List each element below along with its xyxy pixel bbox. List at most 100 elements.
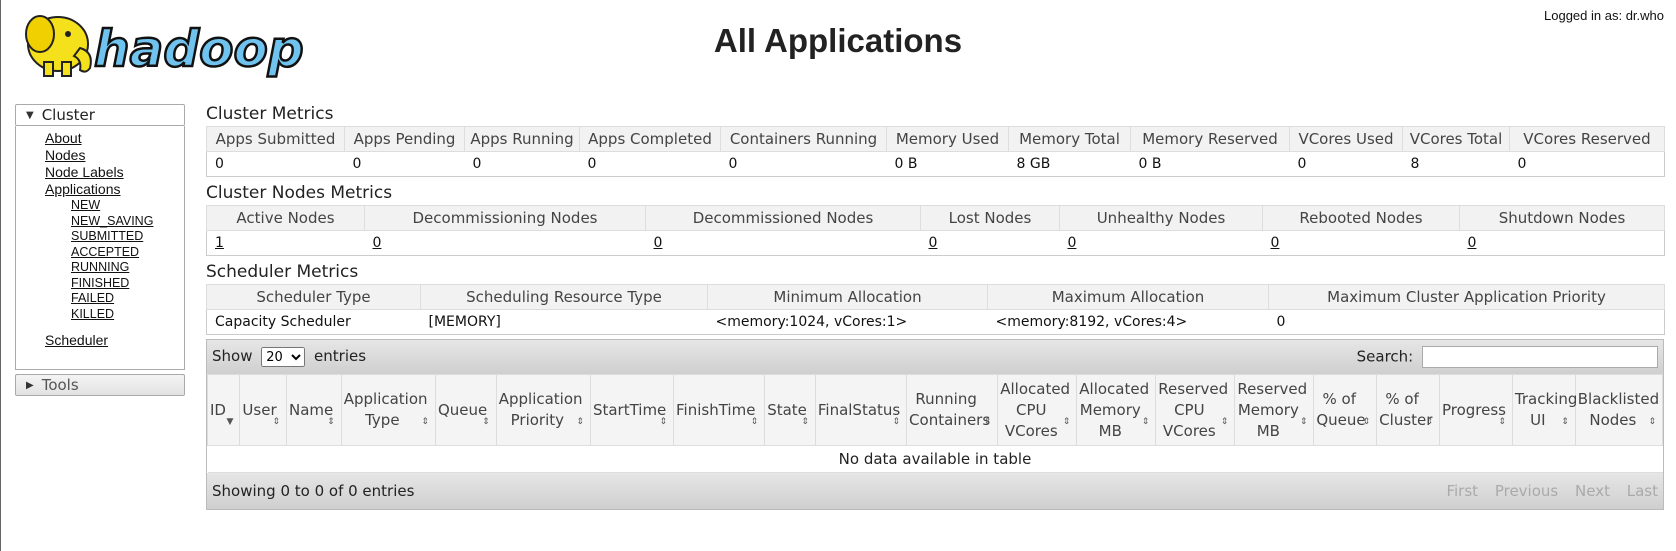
sort-icon: ⇕ [482,417,490,427]
tools-panel-header[interactable]: ▶ Tools [15,374,185,396]
hadoop-logo[interactable]: hadoop [16,8,316,82]
header: hadoop All Applications Logged in as: dr… [0,0,1676,92]
pager-first-button[interactable]: First [1446,482,1479,500]
metric-value: 8 [1402,151,1510,177]
pagination: First Previous Next Last [1434,482,1658,500]
pager-next-button[interactable]: Next [1575,482,1610,500]
sort-icon: ⇕ [1498,417,1506,427]
sort-icon: ⇕ [801,417,809,427]
cluster-panel-header[interactable]: ▼ Cluster [15,104,185,126]
nav-link-state-new[interactable]: NEW [71,198,101,212]
empty-table-message: No data available in table [207,445,1663,473]
nav-link-applications[interactable]: Applications [45,181,121,197]
shutdown-nodes-link[interactable]: 0 [1467,235,1477,251]
column-header-tracking-ui[interactable]: Tracking UI⇕ [1511,374,1577,446]
column-header-running-containers[interactable]: Running Containers⇕ [906,374,999,446]
column-header-reserved-cpu[interactable]: Reserved CPU VCores⇕ [1155,374,1236,446]
decommissioning-nodes-link[interactable]: 0 [372,235,382,251]
column-header-blacklisted-nodes[interactable]: Blacklisted Nodes⇕ [1574,374,1664,446]
metric-header: VCores Used [1289,126,1403,152]
page-title: All Applications [713,22,963,59]
scheduler-metric-header: Scheduler Type [206,284,421,310]
nav-link-state-submitted[interactable]: SUBMITTED [71,229,144,243]
nav-link-node-labels[interactable]: Node Labels [45,164,124,180]
node-metrics-title: Cluster Nodes Metrics [206,183,393,203]
metric-value: 0 B [886,151,1009,177]
sort-icon: ⇕ [421,417,429,427]
column-header-final-status[interactable]: FinalStatus⇕ [814,374,908,446]
column-header-pct-queue[interactable]: % of Queue⇕ [1313,374,1378,446]
column-header-queue[interactable]: Queue⇕ [434,374,497,446]
lost-nodes-link[interactable]: 0 [928,235,938,251]
decommissioned-nodes-link[interactable]: 0 [653,235,663,251]
search-control: Search: [1357,346,1658,368]
cluster-panel-body: About Nodes Node Labels Applications NEW… [15,126,185,370]
column-header-name[interactable]: Name⇕ [286,374,342,446]
metric-value: 0 [579,151,721,177]
column-header-state[interactable]: State⇕ [764,374,816,446]
sort-icon: ⇕ [983,417,992,427]
node-metric-header: Decommissioning Nodes [364,205,646,231]
nav-link-state-running[interactable]: RUNNING [71,260,130,274]
sidebar: ▼ Cluster About Nodes Node Labels Applic… [15,104,185,396]
metric-value: 0 [344,151,465,177]
scheduler-metric-header: Maximum Allocation [987,284,1269,310]
search-input[interactable] [1422,346,1658,368]
cluster-panel-label: Cluster [41,106,95,124]
column-header-reserved-memory[interactable]: Reserved Memory MB⇕ [1234,374,1315,446]
column-header-user[interactable]: User⇕ [239,374,288,446]
nav-link-state-finished[interactable]: FINISHED [71,275,130,290]
nav-link-nodes[interactable]: Nodes [45,147,86,163]
pager-previous-button[interactable]: Previous [1494,482,1559,500]
page-size-select[interactable]: 20 [261,347,306,368]
nav-link-state-accepted[interactable]: ACCEPTED [71,244,140,259]
metric-header: VCores Reserved [1509,126,1665,152]
active-nodes-link[interactable]: 1 [215,235,224,251]
node-metric-header: Active Nodes [206,205,365,231]
main-content: Cluster Metrics Apps Submitted Apps Pend… [206,102,1665,510]
column-header-progress[interactable]: Progress⇕ [1438,374,1513,446]
column-header-allocated-cpu[interactable]: Allocated CPU VCores⇕ [997,374,1078,446]
rebooted-nodes-link[interactable]: 0 [1270,235,1280,251]
column-header-application-priority[interactable]: Application Priority⇕ [495,374,591,446]
apps-table-footer: Showing 0 to 0 of 0 entries First Previo… [207,473,1663,509]
pager-last-button[interactable]: Last [1626,482,1658,500]
unhealthy-nodes-link[interactable]: 0 [1067,235,1077,251]
metric-value: 8 GB [1008,151,1131,177]
sort-icon: ⇕ [1062,417,1071,427]
metric-value: 0 [206,151,345,177]
scheduler-metric-header: Minimum Allocation [707,284,988,310]
sort-icon: ⇕ [892,417,901,427]
nav-link-state-killed[interactable]: KILLED [71,306,115,321]
column-header-start-time[interactable]: StartTime⇕ [589,374,675,446]
metric-value: 0 [1289,151,1403,177]
page-size-control: Show 20 entries [212,347,366,368]
column-header-id[interactable]: ID▼ [206,374,241,446]
column-header-allocated-memory[interactable]: Allocated Memory MB⇕ [1076,374,1157,446]
metric-value: 0 [464,151,580,177]
metric-value: 0 B [1130,151,1290,177]
applications-table-container: Show 20 entries Search: ID▼ U [206,339,1664,510]
search-label: Search: [1356,347,1414,366]
metric-header: Apps Pending [344,126,465,152]
metric-header: Memory Used [886,126,1009,152]
sort-icon: ⇕ [1220,417,1229,427]
tools-panel-label: Tools [41,376,79,394]
sort-desc-icon: ▼ [226,417,234,427]
sort-icon: ⇕ [1425,417,1433,427]
column-header-pct-cluster[interactable]: % of Cluster⇕ [1376,374,1440,446]
node-metric-header: Rebooted Nodes [1262,205,1460,231]
nav-link-state-new-saving[interactable]: NEW_SAVING [71,213,154,228]
column-header-finish-time[interactable]: FinishTime⇕ [673,374,766,446]
sort-icon: ⇕ [1141,417,1150,427]
scheduler-metric-header: Maximum Cluster Application Priority [1268,284,1665,310]
nav-link-scheduler[interactable]: Scheduler [45,332,109,348]
scheduling-resource-type-value: [MEMORY] [420,309,708,335]
nav-link-state-failed[interactable]: FAILED [71,291,115,305]
scheduler-metrics-table: Scheduler Type Scheduling Resource Type … [206,284,1665,335]
column-header-application-type[interactable]: Application Type⇕ [340,374,436,446]
metric-value: 0 [720,151,887,177]
logged-in-user: Logged in as: dr.who [1544,8,1664,23]
maximum-allocation-value: <memory:8192, vCores:4> [987,309,1269,335]
nav-link-about[interactable]: About [45,130,82,146]
